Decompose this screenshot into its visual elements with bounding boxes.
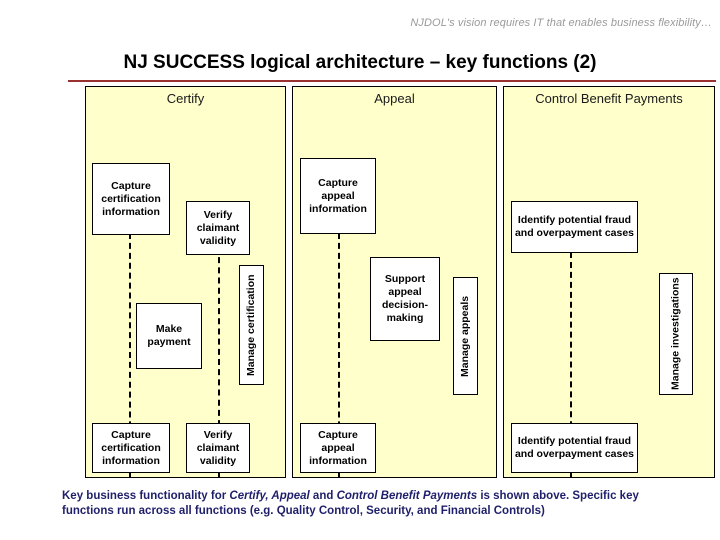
caption-part-3: is shown above. Specific key functions r…: [62, 490, 639, 517]
box-identify-potential-fraud-top[interactable]: Identify potential fraud and overpayment…: [511, 201, 638, 253]
panel-certify: Certify Capture certification informatio…: [85, 86, 286, 478]
box-support-appeal-decision-making[interactable]: Support appeal decision-making: [370, 257, 440, 341]
panel-control-title: Control Benefit Payments: [535, 91, 683, 106]
caption-emphasis-1: Certify, Appeal: [229, 490, 310, 502]
box-verify-claimant-validity-bottom[interactable]: Verify claimant validity: [186, 423, 250, 473]
caption-part-1: Key business functionality for: [62, 490, 230, 502]
box-make-payment[interactable]: Make payment: [136, 303, 202, 369]
panel-control-benefit-payments: Control Benefit Payments Identify potent…: [503, 86, 715, 478]
connector-control: [570, 252, 572, 477]
caption-emphasis-2: Control Benefit Payments: [336, 490, 478, 502]
box-capture-certification-information-bottom[interactable]: Capture certification information: [92, 423, 170, 473]
box-manage-certification[interactable]: Manage certification: [239, 265, 264, 385]
box-capture-appeal-information-bottom[interactable]: Capture appeal information: [300, 423, 376, 473]
box-capture-certification-information-top[interactable]: Capture certification information: [92, 163, 170, 235]
box-identify-potential-fraud-bottom[interactable]: Identify potential fraud and overpayment…: [511, 423, 638, 473]
connector-certify-left: [129, 233, 131, 477]
connector-appeal: [338, 233, 340, 477]
panel-appeal: Appeal Capture appeal information Suppor…: [292, 86, 497, 478]
panel-appeal-title: Appeal: [374, 91, 415, 106]
box-manage-appeals[interactable]: Manage appeals: [453, 277, 478, 395]
caption-part-2: and: [309, 490, 337, 502]
slide-caption: Key business functionality for Certify, …: [62, 489, 682, 519]
connector-certify-right: [218, 247, 220, 477]
panel-certify-title: Certify: [166, 91, 205, 106]
slide-kicker: NJDOL's vision requires IT that enables …: [410, 17, 712, 29]
box-capture-appeal-information-top[interactable]: Capture appeal information: [300, 158, 376, 234]
box-verify-claimant-validity-top[interactable]: Verify claimant validity: [186, 201, 250, 255]
title-underline-rule: [68, 80, 716, 82]
box-manage-investigations[interactable]: Manage investigations: [659, 273, 693, 395]
page-title: NJ SUCCESS logical architecture – key fu…: [123, 52, 597, 73]
